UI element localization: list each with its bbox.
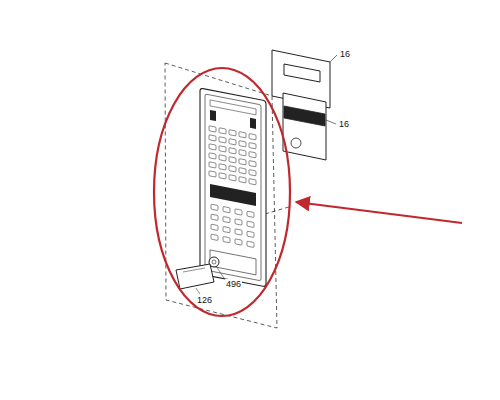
keypad-button [223,206,230,212]
keypad-button [223,226,230,232]
keypad-button [209,162,216,168]
keypad-button [209,153,216,159]
keypad-button [247,211,254,217]
keypad-button [229,166,236,172]
keypad-button [229,157,236,163]
keypad-button [249,179,256,185]
keypad-button [235,219,242,225]
keypad-button [249,161,256,167]
keypad-button [239,150,246,156]
keypad-button [235,209,242,215]
keypad-button [239,177,246,183]
keypad-button [219,137,226,143]
keypad-button [223,216,230,222]
door-latch [176,264,214,289]
keypad-button [229,130,236,136]
highlight-ellipse [154,68,290,316]
keypad-button [235,239,242,245]
keypad-button [209,126,216,132]
keypad-button [247,231,254,237]
keypad-button [249,170,256,176]
callout-number: 16 [338,119,350,129]
keypad-button [219,128,226,134]
door-latch [183,268,205,272]
keypad-button [247,221,254,227]
leader-line [196,288,200,294]
knob [212,260,216,264]
keypad-button [211,234,218,240]
leader-line [216,266,224,278]
keypad-button [239,168,246,174]
keypad-button [239,132,246,138]
keypad-button [229,148,236,154]
callout-number: 126 [196,295,213,305]
keypad-button [249,152,256,158]
keypad-button [211,214,218,220]
keypad-button [219,155,226,161]
keypad-button [211,224,218,230]
keypad-button [223,236,230,242]
dashed-line [265,206,292,214]
keypad-button [239,141,246,147]
display-board [283,93,336,160]
keypad-button [239,159,246,165]
keypad-button [235,229,242,235]
assembly-outline [165,63,277,328]
keypad-button [249,134,256,140]
keypad-button [209,144,216,150]
callout-number: 16 [339,49,351,59]
keypad-button [209,171,216,177]
keypad-button [249,143,256,149]
keypad-button [219,146,226,152]
keypad-button [211,204,218,210]
callout-number: 496 [225,279,242,289]
keypad-button [247,241,254,247]
keypad-button [229,175,236,181]
keypad-button [229,139,236,145]
keypad-button [219,173,226,179]
control-panel [200,88,266,287]
keypad-button [219,164,226,170]
keypad-button [209,135,216,141]
pointer-arrow [296,202,462,223]
